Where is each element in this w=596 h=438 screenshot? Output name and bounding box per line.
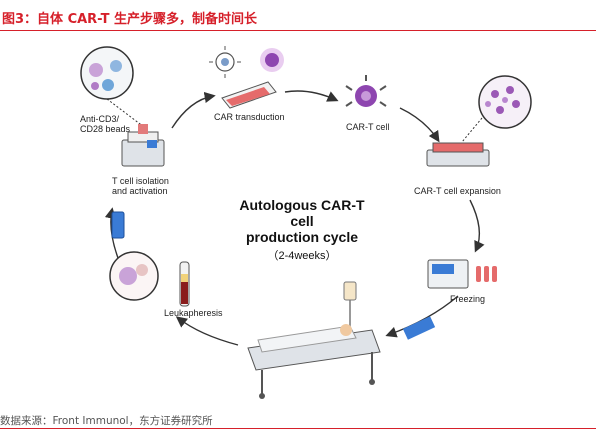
label-isolation-line1: T cell isolation bbox=[112, 176, 169, 186]
label-isolation-line2: and activation bbox=[112, 186, 168, 196]
center-subtitle: （2-4weeks） bbox=[267, 250, 337, 262]
title-divider bbox=[0, 30, 596, 31]
car-t-cell-icon bbox=[345, 75, 387, 107]
frozen-tubes-icon bbox=[476, 266, 497, 282]
blood-tube-icon bbox=[179, 261, 190, 307]
title-bar: 图3：自体 CAR-T 生产步骤多，制备时间长 bbox=[0, 0, 596, 30]
bioreactor-icon bbox=[426, 142, 490, 167]
freezer-icon bbox=[427, 259, 469, 289]
shipping-truck-icon bbox=[402, 316, 436, 340]
center-title-line2: production cycle bbox=[245, 229, 359, 245]
label-freezing: Freezing bbox=[450, 294, 486, 304]
beads-magnifier-icon bbox=[80, 46, 149, 131]
cycle-center-title: Autologous CAR-T cell production cycle （… bbox=[232, 197, 372, 263]
cell-isolation-device-icon bbox=[121, 124, 165, 167]
expansion-magnifier-icon bbox=[461, 75, 532, 143]
arrow-cart-to-expansion bbox=[399, 107, 440, 143]
arrow-expansion-to-freezing bbox=[469, 199, 485, 253]
center-title-line1: Autologous CAR-T cell bbox=[239, 197, 365, 229]
arrow-transduction-to-cart bbox=[284, 90, 339, 102]
car-cell-glow-icon bbox=[260, 48, 284, 72]
flask-icon bbox=[221, 81, 277, 109]
label-car-t-cell: CAR-T cell bbox=[346, 122, 390, 132]
patient-bed-icon bbox=[247, 281, 381, 399]
label-beads-line2: CD28 beads bbox=[80, 124, 131, 134]
label-leukapheresis: Leukapheresis bbox=[164, 308, 223, 318]
label-transduction: CAR transduction bbox=[214, 112, 285, 122]
label-beads-line1: Anti-CD3/ bbox=[80, 114, 120, 124]
arrow-freezing-to-patient bbox=[385, 295, 459, 338]
virus-icon bbox=[209, 46, 241, 78]
label-expansion: CAR-T cell expansion bbox=[414, 186, 501, 196]
footer-divider bbox=[0, 428, 596, 429]
source-note: 数据来源：Front Immunol，东方证券研究所 bbox=[0, 415, 213, 427]
leukapheresis-magnifier-icon bbox=[109, 251, 159, 301]
shipping-container-icon bbox=[111, 211, 125, 239]
arrow-patient-to-leukapheresis bbox=[175, 316, 239, 346]
page-title: 图3：自体 CAR-T 生产步骤多，制备时间长 bbox=[2, 12, 258, 27]
arrow-isolation-to-transduction bbox=[171, 91, 216, 129]
